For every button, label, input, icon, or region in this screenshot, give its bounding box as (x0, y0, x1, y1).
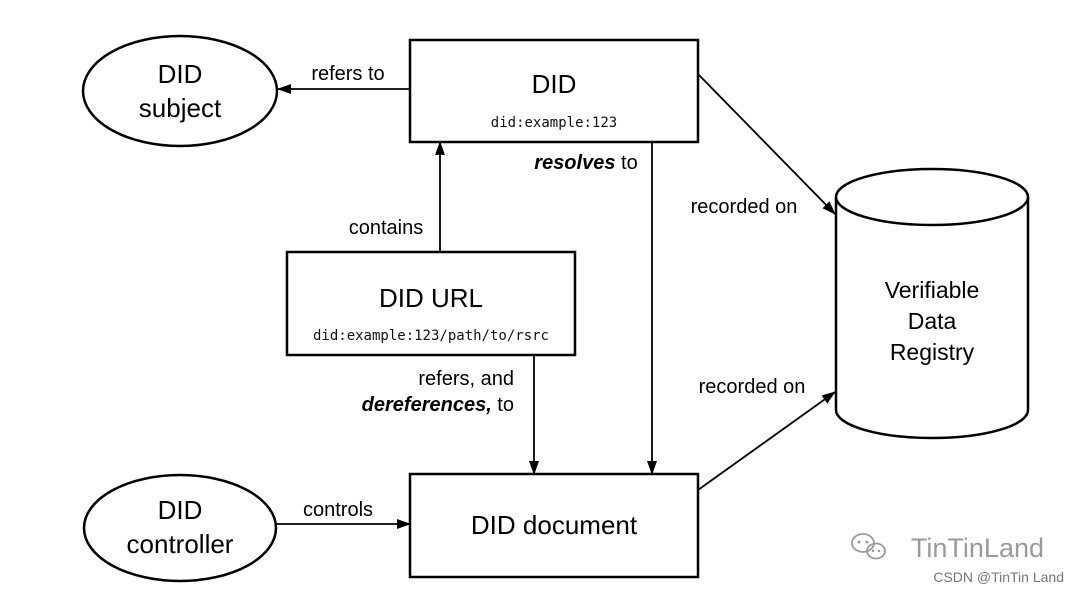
registry-node: Verifiable Data Registry (834, 167, 1030, 440)
wechat-icon (851, 533, 886, 560)
label-refers-to: refers to (311, 63, 384, 85)
did-subject-node: DID subject (81, 34, 279, 148)
label-resolves-to: resolves to (534, 152, 637, 174)
did-subject-line2: subject (139, 93, 222, 123)
did-document-title: DID document (471, 510, 638, 540)
label-refers-and: refers, and (418, 368, 514, 390)
label-dereferences-to: dereferences, to (362, 394, 514, 416)
watermark: TinTinLand CSDN @TinTin Land (851, 533, 1064, 585)
edge-recorded-on-bottom (697, 391, 836, 491)
did-controller-node: DID controller (82, 473, 278, 583)
registry-line3: Registry (890, 339, 975, 365)
did-code: did:example:123 (491, 115, 617, 131)
watermark-brand: TinTinLand (911, 533, 1044, 563)
edge-recorded-on-top (697, 73, 836, 215)
watermark-caption: CSDN @TinTin Land (933, 569, 1064, 585)
label-contains: contains (349, 217, 424, 239)
label-resolves-emph: resolves (534, 152, 615, 174)
label-recorded-on-top: recorded on (691, 196, 798, 218)
label-recorded-on-bottom: recorded on (699, 376, 806, 398)
registry-line1: Verifiable (885, 277, 980, 303)
did-url-code: did:example:123/path/to/rsrc (313, 328, 549, 344)
label-controls: controls (303, 499, 373, 521)
label-dereferences-emph: dereferences, (362, 394, 492, 416)
did-document-node: DID document (408, 472, 700, 579)
did-url-title: DID URL (379, 283, 483, 313)
did-controller-line1: DID (158, 495, 203, 525)
did-subject-line1: DID (158, 59, 203, 89)
did-node: DID did:example:123 (408, 38, 700, 144)
label-dereferences-suffix: to (492, 394, 514, 416)
did-title: DID (532, 69, 577, 99)
did-url-node: DID URL did:example:123/path/to/rsrc (285, 250, 577, 357)
label-resolves-suffix: to (615, 152, 637, 174)
did-controller-line2: controller (127, 529, 234, 559)
registry-line2: Data (908, 308, 957, 334)
